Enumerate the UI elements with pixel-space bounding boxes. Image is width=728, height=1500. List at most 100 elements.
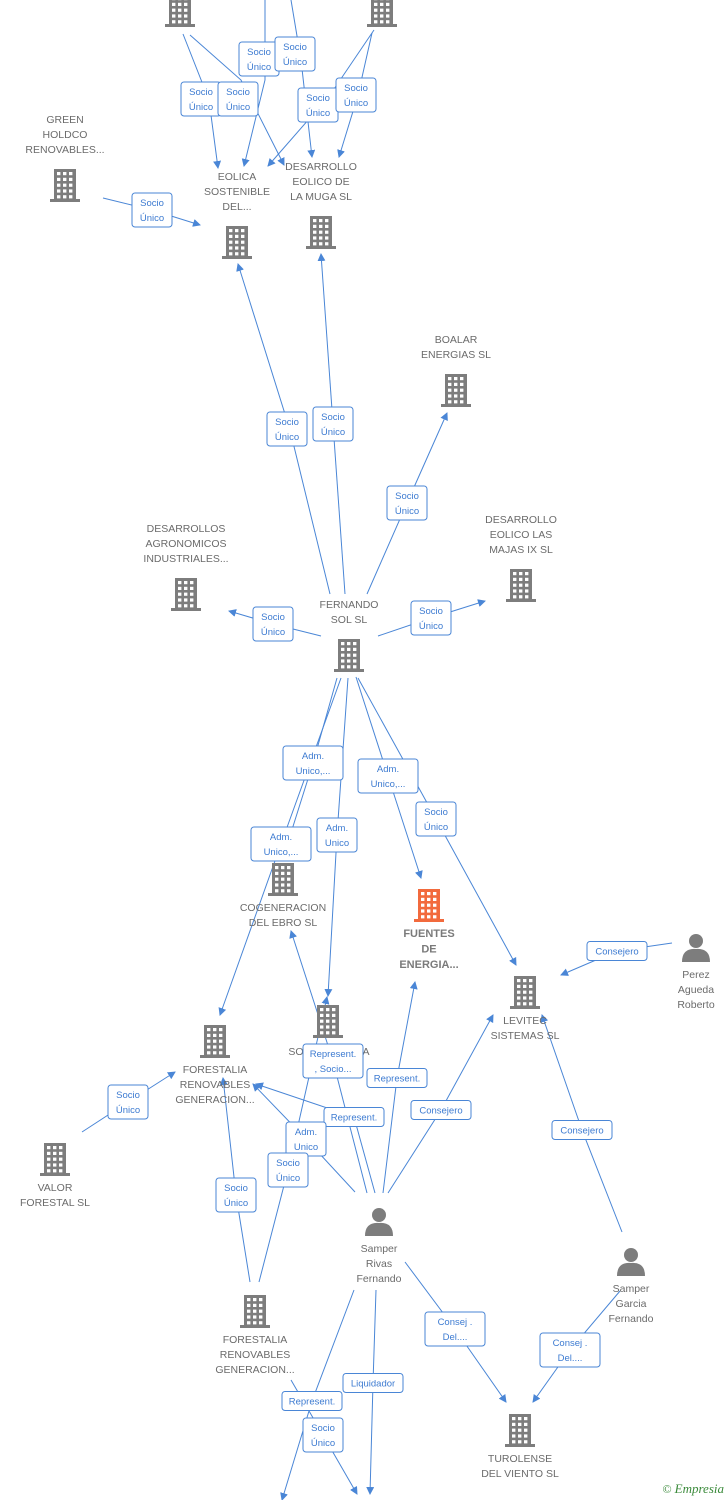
node-label: RENOVABLES xyxy=(180,1079,250,1091)
node-label: EOLICO DE xyxy=(292,176,349,188)
node-label: RENOVABLES... xyxy=(25,144,104,156)
building-icon xyxy=(505,1414,535,1447)
node-label: Roberto xyxy=(677,999,715,1011)
node-label: Rivas xyxy=(366,1258,392,1270)
node-forestalia1[interactable]: FORESTALIARENOVABLESGENERACION... xyxy=(175,1025,255,1106)
nodes-layer: GREEN HOLDCO RENOVABLES... EOLICASOSTENIBLE… xyxy=(20,0,715,1480)
node-label: DEL... xyxy=(222,201,251,213)
node-label: HOLDCO xyxy=(43,129,88,141)
edge-label-text: Socio xyxy=(276,1158,300,1169)
node-label: GREEN xyxy=(46,114,83,126)
edge-label[interactable]: Adm.Unico,... xyxy=(357,758,419,794)
edge-label[interactable]: Represent. xyxy=(366,1068,428,1088)
edge-label-text: Socio xyxy=(306,93,330,104)
edge-label[interactable]: Represent., Socio... xyxy=(302,1043,364,1079)
node-label: DE xyxy=(421,944,436,956)
node-forestalia2[interactable]: FORESTALIARENOVABLESGENERACION... xyxy=(215,1295,295,1376)
edge-label-text: Consej . xyxy=(553,1338,588,1349)
edge-label[interactable]: Represent. xyxy=(323,1107,385,1127)
node-label: DESARROLLO xyxy=(485,514,557,526)
edge-label[interactable]: Adm.Unico,... xyxy=(282,745,344,781)
node-label: EOLICO LAS xyxy=(490,529,552,541)
node-eolica[interactable]: EOLICASOSTENIBLEDEL... xyxy=(204,171,270,259)
edge-label-text: Único xyxy=(275,432,299,443)
building-icon xyxy=(40,1143,70,1176)
edge-label-text: Único xyxy=(140,213,164,224)
edge-label[interactable]: Consej .Del.... xyxy=(424,1311,486,1347)
edge-label-text: Único xyxy=(306,108,330,119)
node-agronomicos[interactable]: DESARROLLOSAGRONOMICOSINDUSTRIALES... xyxy=(143,523,229,611)
building-icon xyxy=(510,976,540,1009)
edge-label[interactable]: Liquidador xyxy=(342,1373,404,1393)
edge-label[interactable]: Consejero xyxy=(551,1120,613,1140)
node-top_a[interactable] xyxy=(165,0,195,27)
edge-label[interactable]: Represent. xyxy=(281,1391,343,1411)
edge-label[interactable]: Adm.Unico xyxy=(285,1121,327,1157)
edge-label[interactable]: Adm.Unico xyxy=(316,817,358,853)
node-green[interactable]: GREEN HOLDCO RENOVABLES... xyxy=(25,114,105,202)
edge-label[interactable]: Consejero xyxy=(410,1100,472,1120)
edge-label-text: Socio xyxy=(224,1183,248,1194)
node-top_b[interactable] xyxy=(367,0,397,27)
edge-label-text: Único xyxy=(419,621,443,632)
node-label: FORESTALIA xyxy=(223,1334,288,1346)
edge-label-text: Adm. xyxy=(326,823,348,834)
building-icon xyxy=(268,863,298,896)
edge-label-text: Represent. xyxy=(310,1049,356,1060)
edge-label-text: Represent. xyxy=(331,1113,377,1124)
node-fuentes[interactable]: FUENTESDEENERGIA... xyxy=(399,889,459,971)
edge-label-text: Socio xyxy=(395,491,419,502)
edge-label-text: Único xyxy=(224,1198,248,1209)
edge-label-text: Socio xyxy=(189,87,213,98)
edge-label-text: Único xyxy=(247,62,271,73)
node-label: AGRONOMICOS xyxy=(145,538,226,550)
edge-label-text: Consej . xyxy=(438,1317,473,1328)
edge-line xyxy=(189,34,285,166)
edge-label-text: Socio xyxy=(226,87,250,98)
edge-label-text: Represent. xyxy=(289,1397,335,1408)
node-label: Garcia xyxy=(616,1298,647,1310)
edge-labels-layer: SocioÚnicoSocioÚnicoSocioÚnicoSocioÚnico… xyxy=(107,36,648,1453)
node-boalar[interactable]: BOALAR ENERGIAS SL xyxy=(421,334,491,407)
edge-label[interactable]: Consej .Del.... xyxy=(539,1332,601,1368)
node-label: BOALAR xyxy=(435,334,478,346)
edge-label[interactable]: Consejero xyxy=(586,941,648,961)
edge-label[interactable]: Adm.Unico,... xyxy=(250,826,312,862)
empresia-watermark: ©Empresia xyxy=(662,1481,724,1496)
building-icon xyxy=(165,0,195,27)
edge-label-text: Adm. xyxy=(295,1127,317,1138)
edge-label-text: Único xyxy=(276,1173,300,1184)
node-label: ENERGIAS SL xyxy=(421,349,491,361)
node-label: TUROLENSE xyxy=(488,1453,552,1465)
node-label: SO xyxy=(288,1046,303,1058)
